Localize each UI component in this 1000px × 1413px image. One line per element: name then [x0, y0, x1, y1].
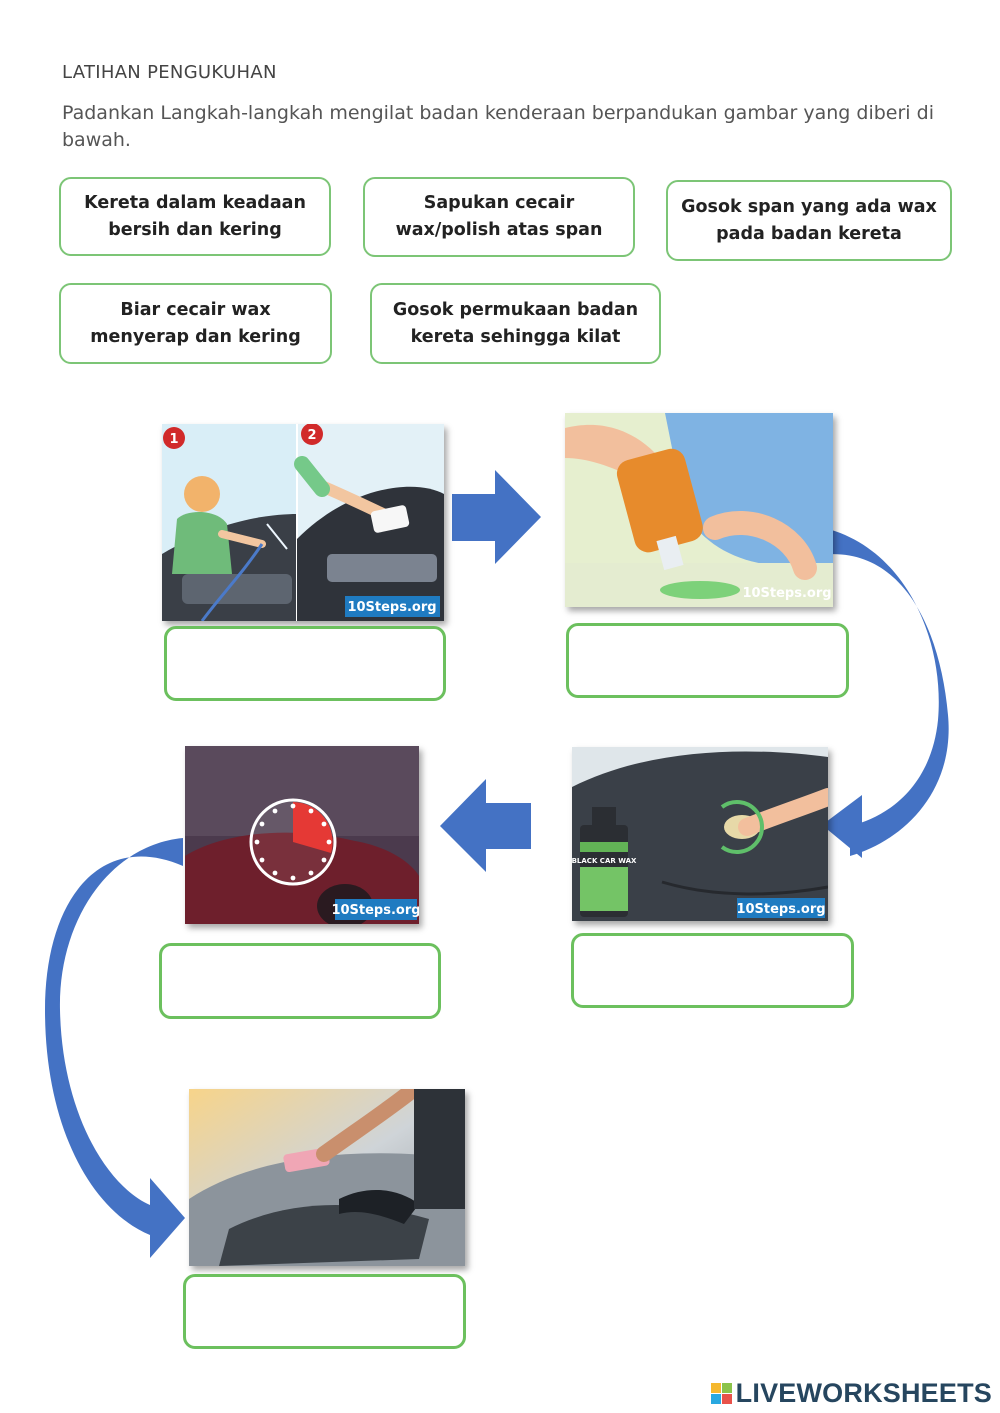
watermark: 10Steps.org — [736, 902, 825, 917]
answer-drop-zone-5[interactable] — [183, 1274, 466, 1349]
answer-choice-label: Biar cecair wax menyerap dan kering — [90, 299, 301, 347]
answer-choice-4[interactable]: Biar cecair wax menyerap dan kering — [59, 283, 332, 364]
answer-choice-2[interactable]: Sapukan cecair wax/polish atas span — [363, 177, 635, 257]
answer-drop-zone-1[interactable] — [164, 626, 446, 701]
arrow-right-icon — [452, 470, 541, 564]
answer-drop-zone-4[interactable] — [159, 943, 441, 1019]
answer-choice-5[interactable]: Gosok permukaan badan kereta sehingga ki… — [370, 283, 661, 364]
answer-choice-label: Kereta dalam keadaan bersih dan kering — [84, 192, 306, 240]
liveworksheets-logo[interactable]: LIVEWORKSHEETS — [710, 1378, 992, 1409]
worksheet-heading: LATIHAN PENGUKUHAN — [62, 62, 277, 83]
step-3-image: BLACK CAR WAX 10Steps.org — [572, 747, 828, 921]
step-2-image: 10Steps.org — [565, 413, 833, 607]
answer-choice-label: Gosok span yang ada wax pada badan keret… — [681, 196, 937, 244]
step-5-image — [189, 1089, 465, 1266]
step-4-image: 10Steps.org — [185, 746, 419, 924]
panel-number-2: 2 — [307, 428, 316, 443]
watermark: 10Steps.org — [331, 903, 419, 918]
liveworksheets-icon — [710, 1383, 732, 1404]
arrow-curve-down-left-icon — [45, 838, 185, 1258]
arrow-curve-down-icon — [820, 527, 949, 858]
answer-drop-zone-2[interactable] — [566, 623, 849, 698]
answer-choice-label: Sapukan cecair wax/polish atas span — [395, 193, 603, 240]
bottle-label: BLACK CAR WAX — [572, 857, 637, 865]
panel-number-1: 1 — [169, 432, 178, 447]
watermark: 10Steps.org — [347, 600, 436, 615]
answer-choice-label: Gosok permukaan badan kereta sehingga ki… — [392, 299, 639, 347]
arrow-left-icon — [440, 779, 531, 872]
worksheet-instruction: Padankan Langkah-langkah mengilat badan … — [62, 102, 934, 151]
answer-choice-3[interactable]: Gosok span yang ada wax pada badan keret… — [666, 180, 952, 261]
watermark: 10Steps.org — [742, 586, 831, 601]
step-1-image: 1 2 10Steps.org — [162, 424, 444, 621]
answer-choice-1[interactable]: Kereta dalam keadaan bersih dan kering — [59, 177, 331, 256]
brand-name: LIVEWORKSHEETS — [735, 1378, 992, 1408]
answer-drop-zone-3[interactable] — [571, 933, 854, 1008]
